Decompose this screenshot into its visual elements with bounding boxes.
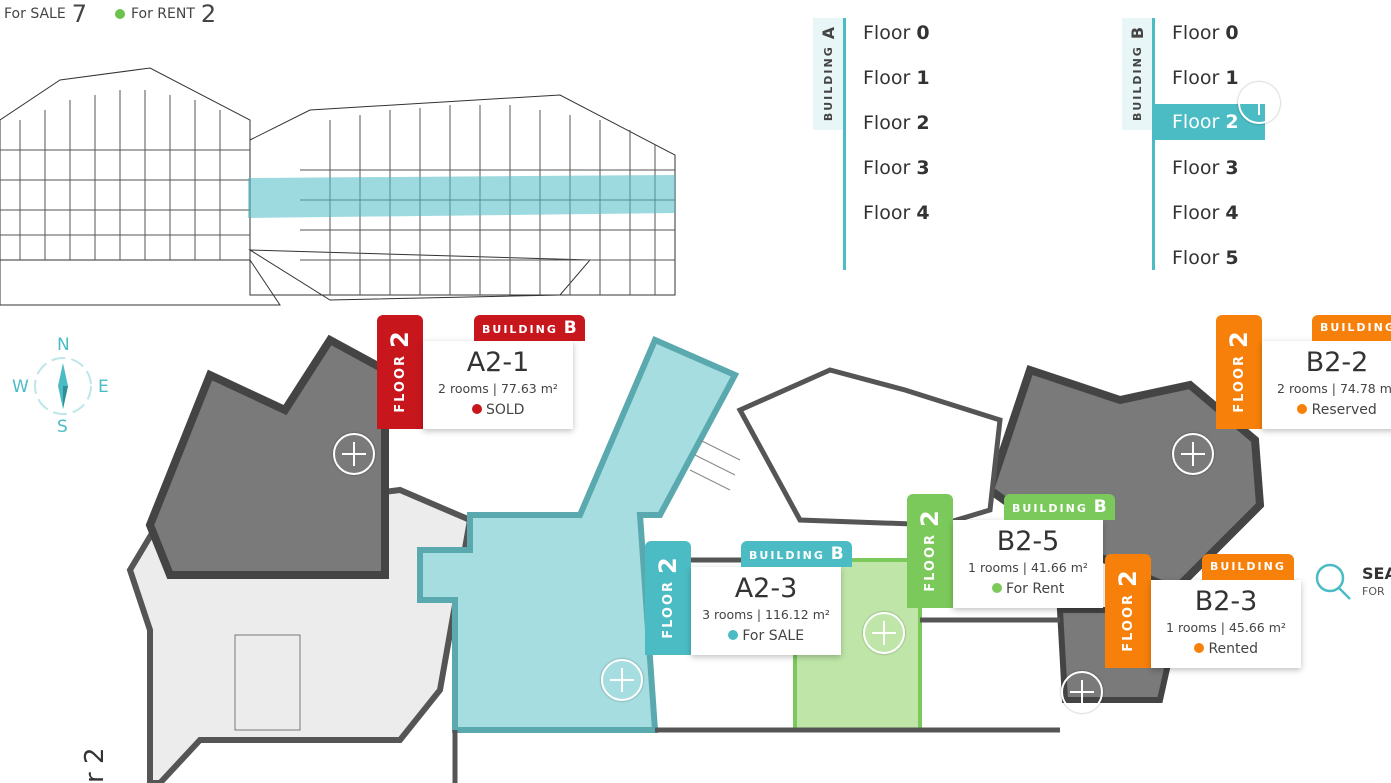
unit-a2-3 (417, 336, 740, 733)
compass-west: W (12, 377, 29, 397)
compass-south: S (57, 417, 68, 437)
compass-rose-icon (34, 357, 92, 415)
for-sale-count: 7 (71, 0, 87, 28)
selected-floor-highlight (248, 175, 675, 218)
status-label: Reserved (1311, 402, 1377, 418)
unit-b2-5-plus-button[interactable] (863, 612, 905, 654)
building-b-floor-1[interactable]: Floor 1 (1172, 67, 1239, 89)
for-rent-dot (114, 9, 125, 19)
for-rent-label: For RENT (130, 6, 195, 22)
search-subtitle: FOR (1362, 585, 1385, 598)
building-b-floor-3[interactable]: Floor 3 (1172, 157, 1239, 179)
floor-plan[interactable] (0, 330, 1391, 783)
unit-a2-1-plus-button[interactable] (333, 433, 375, 475)
status-label: Rented (1208, 641, 1259, 657)
status-label: For Rent (1006, 581, 1065, 597)
building-a-floor-3[interactable]: Floor 3 (863, 157, 930, 179)
building-a-floor-2[interactable]: Floor 2 (863, 112, 930, 134)
unit-b2-3-plus-button[interactable] (1061, 671, 1103, 713)
unit-a2-3-plus-button[interactable] (601, 659, 643, 701)
compass-north: N (57, 335, 70, 355)
building-a-floor-1[interactable]: Floor 1 (863, 67, 930, 89)
building-b-floor-5[interactable]: Floor 5 (1172, 247, 1239, 269)
building-b-floor-4[interactable]: Floor 4 (1172, 202, 1239, 224)
compass: N S W E (10, 335, 115, 437)
building-a-floor-0[interactable]: Floor 0 (863, 22, 930, 44)
for-sale-label: For SALE (4, 6, 66, 22)
plan-floor-label: r 2 (80, 747, 110, 783)
search-icon (1315, 563, 1351, 600)
status-label: For SALE (742, 628, 805, 644)
status-label: SOLD (485, 402, 525, 418)
building-a-floor-4[interactable]: Floor 4 (863, 202, 930, 224)
building-tag: BUILDING B (1004, 494, 1115, 520)
for-rent-count: 2 (200, 0, 217, 28)
unit-a2-1 (145, 334, 389, 579)
building-tag: BUILDING B (474, 315, 585, 341)
availability-legend: For SALE 7 For RENT 2 (4, 0, 238, 28)
building-b-floor-0[interactable]: Floor 0 (1172, 22, 1239, 44)
building-3d-sketch[interactable] (0, 60, 680, 310)
building-tag: BUILDING B (741, 541, 852, 567)
search-title: SEA (1362, 564, 1391, 583)
unit-b2-2-plus-button[interactable] (1172, 433, 1214, 475)
cursor-crosshair-icon (1238, 82, 1280, 124)
building-tag: BUILDING (1202, 554, 1294, 580)
search-button[interactable]: SEA FOR (1314, 562, 1391, 606)
building-tag: BUILDING (1312, 315, 1391, 341)
compass-east: E (98, 377, 109, 397)
